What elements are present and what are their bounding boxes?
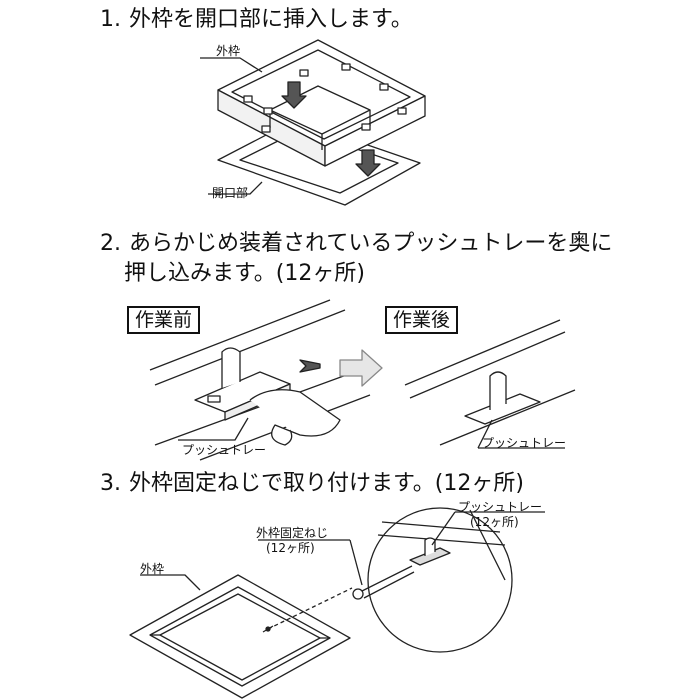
step-1-text: 外枠を開口部に挿入します。 (129, 7, 413, 32)
zoom-detail (352, 507, 513, 653)
fixing-screw-label: 外枠固定ねじ (256, 526, 329, 540)
before-rail-drawing (149, 299, 371, 461)
step-2-number: 2. (100, 231, 121, 256)
step-3-number: 3. (100, 471, 121, 496)
step-1-heading: 1. 外枠を開口部に挿入します。 (100, 6, 413, 34)
push-tray-label-detail: プッシュトレー (458, 500, 543, 514)
step-2-text-line2: 押し込みます。(12ヶ所) (124, 261, 365, 286)
after-rail-drawing (404, 319, 576, 446)
push-tray-label-after: プッシュトレー (482, 436, 567, 450)
insert-arrow-left (281, 81, 307, 109)
step-1-number: 1. (100, 7, 121, 32)
push-tray-label-before: プッシュトレー (182, 443, 267, 457)
after-work-label: 作業後 (385, 306, 459, 334)
outer-frame-label-1: 外枠 (216, 44, 241, 58)
step-3-text: 外枠固定ねじで取り付けます。(12ヶ所) (129, 471, 524, 496)
insert-arrow-right (355, 149, 381, 177)
transition-arrow (339, 349, 383, 387)
step-2-heading: 2. あらかじめ装着されているプッシュトレーを奥に (100, 230, 612, 258)
opening-label: 開口部 (212, 186, 249, 200)
push-direction-arrow (299, 359, 321, 373)
before-work-label: 作業前 (127, 306, 201, 334)
step-3-heading: 3. 外枠固定ねじで取り付けます。(12ヶ所) (100, 470, 524, 498)
frame-bottom-drawing (129, 574, 351, 699)
step-2-text: あらかじめ装着されているプッシュトレーを奥に (129, 231, 613, 256)
fixing-screw-count-label: (12ヶ所) (266, 541, 315, 555)
push-tray-count-label: (12ヶ所) (470, 515, 519, 529)
outer-frame-label-2: 外枠 (140, 562, 165, 576)
